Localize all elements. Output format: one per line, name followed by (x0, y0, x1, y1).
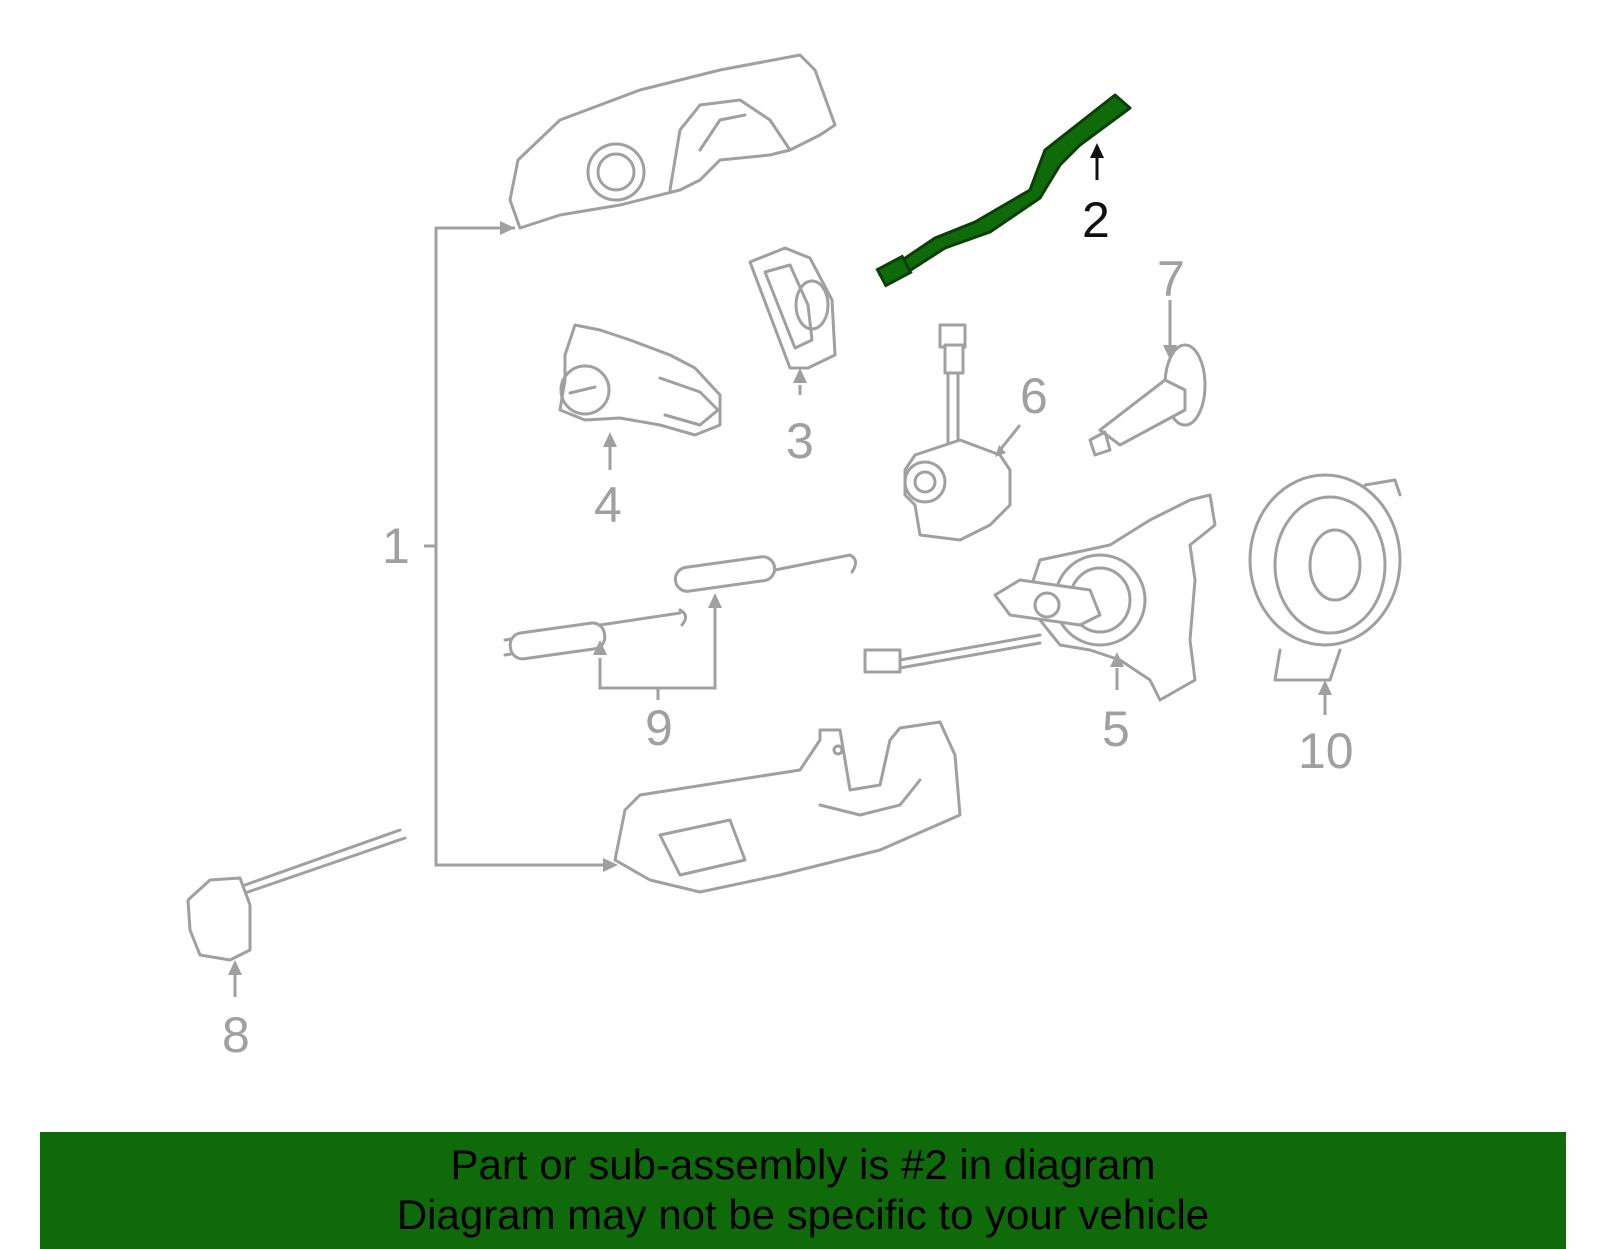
part-6-switch-module (903, 323, 1012, 542)
callout-6: 6 (1020, 368, 1048, 424)
callout-10: 10 (1298, 723, 1354, 779)
callout-7: 7 (1157, 251, 1185, 307)
callout-2: 2 (1082, 192, 1110, 248)
part-9-springs (503, 553, 857, 700)
callout-8: 8 (222, 1007, 250, 1063)
wiper-switch-lever-highlighted (875, 93, 1132, 288)
part-3-bezel (748, 246, 837, 370)
part-5-combination-switch (863, 493, 1217, 702)
callout-9: 9 (645, 700, 673, 756)
info-banner: Part or sub-assembly is #2 in diagram Di… (40, 1132, 1566, 1249)
callout-4: 4 (594, 477, 622, 533)
banner-line-2: Diagram may not be specific to your vehi… (396, 1191, 1210, 1238)
part-10-clockspring (1248, 473, 1402, 682)
callout-1: 1 (382, 518, 410, 574)
callout-3: 3 (786, 413, 814, 469)
parts-diagram: 1 2 3 4 5 6 7 8 9 10 (186, 53, 1402, 1063)
part-4-ignition-switch (558, 323, 722, 437)
part-7-lock-cylinder (1088, 343, 1207, 457)
upper-column-shroud (508, 53, 837, 230)
callout-5: 5 (1102, 701, 1130, 757)
callout-1-bracket (424, 221, 618, 872)
lower-column-shroud (613, 720, 962, 894)
part-8-lever (186, 828, 407, 962)
callout-leaders (228, 143, 1332, 997)
banner-line-1: Part or sub-assembly is #2 in diagram (450, 1141, 1156, 1188)
